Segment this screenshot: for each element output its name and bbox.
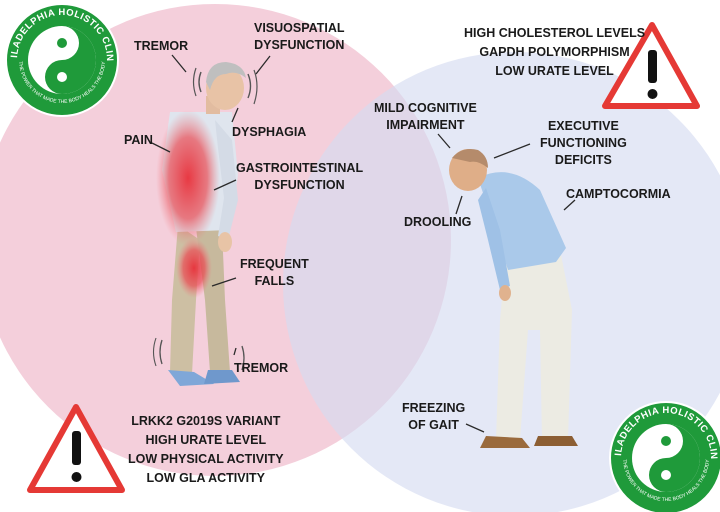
risk-factor-item: LOW URATE LEVEL: [495, 64, 614, 78]
label-exec-line3: DEFICITS: [554, 153, 612, 167]
label-gi-line1: GASTROINTESTINAL: [236, 161, 364, 175]
label-executive-functioning-deficits: EXECUTIVE FUNCTIONING DEFICITS: [540, 118, 627, 169]
bottom-risk-factors: LRKK2 G2019S VARIANT HIGH URATE LEVEL LO…: [128, 412, 284, 488]
label-falls-line2: FALLS: [254, 274, 295, 288]
label-drooling: DROOLING: [404, 215, 472, 229]
label-exec-line1: EXECUTIVE: [547, 119, 619, 133]
risk-factor-item: LOW GLA ACTIVITY: [146, 471, 266, 485]
label-mild-cognitive-impairment: MILD COGNITIVE IMPAIRMENT: [374, 100, 477, 134]
label-tremor-feet: TREMOR: [234, 361, 289, 375]
warning-icon-top: [602, 22, 700, 109]
label-visuospatial-line1: VISUOSPATIAL: [254, 21, 345, 35]
connector-lines: [151, 54, 576, 433]
left-figure: [152, 62, 258, 386]
right-figure: [449, 149, 578, 448]
label-gi-dysfunction: GASTROINTESTINAL DYSFUNCTION: [236, 160, 363, 194]
label-freezing-line1: FREEZING: [402, 401, 466, 415]
label-freezing-of-gait: FREEZING OF GAIT: [402, 400, 465, 434]
label-visuospatial-line2: DYSFUNCTION: [254, 38, 345, 52]
top-risk-factors: HIGH CHOLESTEROL LEVELS GAPDH POLYMORPHI…: [464, 24, 645, 81]
label-freezing-line2: OF GAIT: [408, 418, 459, 432]
label-camptocormia: CAMPTOCORMIA: [566, 187, 671, 201]
risk-factor-item: HIGH URATE LEVEL: [145, 433, 267, 447]
label-dysphagia: DYSPHAGIA: [232, 125, 307, 139]
risk-factor-item: HIGH CHOLESTEROL LEVELS: [464, 26, 646, 40]
label-falls-line1: FREQUENT: [240, 257, 309, 271]
label-pain: PAIN: [124, 133, 153, 147]
clinic-logo-bottom: PHILADELPHIA HOLISTIC CLINIC THE POWER T…: [606, 398, 720, 512]
label-mci-line2: IMPAIRMENT: [386, 118, 465, 132]
label-mci-line1: MILD COGNITIVE: [374, 101, 477, 115]
risk-factor-item: LRKK2 G2019S VARIANT: [131, 414, 281, 428]
label-tremor-head: TREMOR: [134, 39, 189, 53]
label-exec-line2: FUNCTIONING: [540, 136, 627, 150]
warning-icon-bottom: [27, 404, 125, 493]
label-visuospatial-dysfunction: VISUOSPATIAL DYSFUNCTION: [254, 20, 345, 54]
label-frequent-falls: FREQUENT FALLS: [240, 256, 309, 290]
risk-factor-item: LOW PHYSICAL ACTIVITY: [128, 452, 284, 466]
risk-factor-item: GAPDH POLYMORPHISM: [479, 45, 630, 59]
clinic-logo-top: PHILADELPHIA HOLISTIC CLINIC THE POWER T…: [2, 0, 119, 117]
label-gi-line2: DYSFUNCTION: [254, 178, 345, 192]
